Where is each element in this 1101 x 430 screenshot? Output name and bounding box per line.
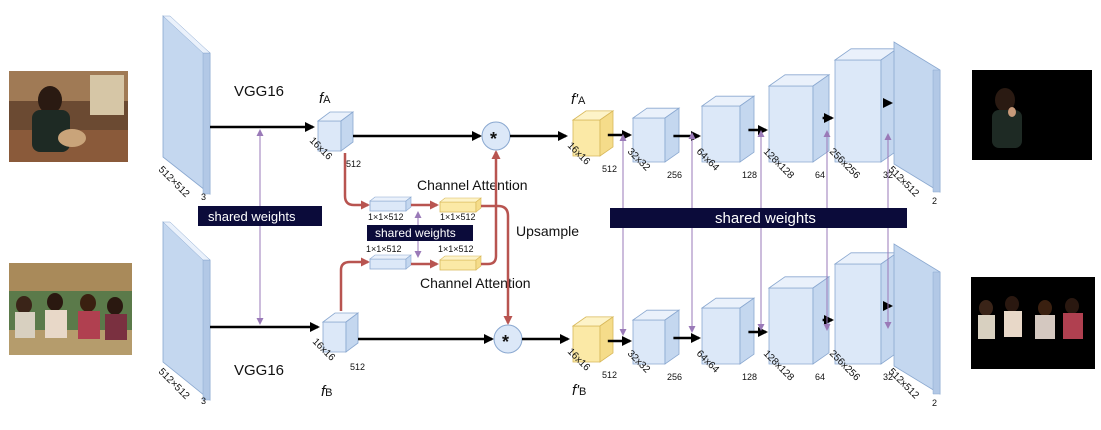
bottom-attention-vec-blue — [369, 254, 412, 270]
decoder-top-block-3-ch: 128 — [742, 170, 757, 180]
top-upsampled-feature-name: f'A — [571, 91, 586, 108]
output-mask-a — [972, 70, 1092, 160]
decoder-bottom-block-4-ch: 64 — [815, 372, 825, 382]
feature-cube-a — [316, 111, 355, 152]
decoder-bottom-block-6-ch: 2 — [932, 398, 937, 408]
feature-a-ch: 512 — [346, 159, 361, 169]
decoder-bottom-block-6 — [893, 243, 941, 395]
decoder-bottom-block-2-ch: 256 — [667, 372, 682, 382]
top-attention-arrow-1 — [343, 153, 370, 210]
bottom-attention-vec-yellow — [439, 255, 482, 271]
decoder-bottom-block-2 — [631, 309, 681, 365]
top-attention-vec-yellow-label: 1×1×512 — [440, 212, 476, 222]
decoder-bottom-block-3 — [700, 297, 756, 365]
bottom-upsampled-feature-name: f'B — [572, 382, 586, 399]
decoder-bottom-block-1 — [571, 316, 615, 363]
bottom-to-top-cross-arrow — [481, 150, 501, 266]
top-attention-vec-blue — [369, 196, 412, 212]
top-to-bottom-cross-arrow — [481, 204, 513, 325]
decoder-bottom-block-5-ch: 32 — [883, 372, 893, 382]
mid-shared-weights-label: shared weights — [375, 226, 456, 240]
left-shared-weights-label: shared weights — [208, 209, 296, 224]
input-image-b — [9, 263, 132, 355]
feature-cube-b — [321, 312, 360, 353]
input-image-a — [9, 71, 128, 162]
feature-b-ch: 512 — [350, 362, 365, 372]
left-shared-weights-box — [198, 206, 322, 226]
mid-shared-weights-box — [367, 225, 473, 241]
bottom-attention-vec-blue-label: 1×1×512 — [366, 244, 402, 254]
decoder-top-block-1-ch: 512 — [602, 164, 617, 174]
top-backbone-label: VGG16 — [234, 83, 284, 100]
decoder-top-block-2-ch: 256 — [667, 170, 682, 180]
decoder-bottom-block-1-ch: 512 — [602, 370, 617, 380]
right-shared-weights-box — [610, 208, 907, 228]
bottom-backbone-label: VGG16 — [234, 362, 284, 379]
upsample-label: Upsample — [516, 223, 579, 239]
top-attention-vec-yellow — [439, 197, 482, 213]
decoder-top-block-2 — [631, 107, 681, 163]
decoder-top-block-4 — [767, 74, 831, 163]
decoder-top-block-3 — [700, 95, 756, 163]
decoder-top-block-1 — [571, 110, 615, 157]
bottom-input-ch: 3 — [201, 396, 206, 406]
bottom-multiply-symbol: * — [502, 332, 509, 352]
output-mask-b — [971, 277, 1095, 369]
top-input-ch: 3 — [201, 192, 206, 202]
decoder-top-block-4-ch: 64 — [815, 170, 825, 180]
top-attention-vec-blue-label: 1×1×512 — [368, 212, 404, 222]
decoder-shared-weight-links — [619, 130, 892, 336]
bottom-channel-attention-label: Channel Attention — [420, 275, 531, 291]
decoder-top-block-6-ch: 2 — [932, 196, 937, 206]
bottom-input-slab — [162, 221, 211, 401]
right-shared-weights-label: shared weights — [715, 210, 816, 227]
bottom-attention-arrow-1 — [339, 257, 370, 311]
decoder-top-block-6 — [893, 41, 941, 193]
bottom-attention-vec-yellow-label: 1×1×512 — [438, 244, 474, 254]
top-multiply-symbol: * — [490, 129, 497, 149]
feature-a-name: fA — [319, 90, 331, 107]
decoder-bottom-block-4 — [767, 276, 831, 365]
feature-b-name: fB — [321, 383, 333, 400]
top-input-slab — [162, 15, 211, 195]
decoder-bottom-block-3-ch: 128 — [742, 372, 757, 382]
top-channel-attention-label: Channel Attention — [417, 177, 528, 193]
